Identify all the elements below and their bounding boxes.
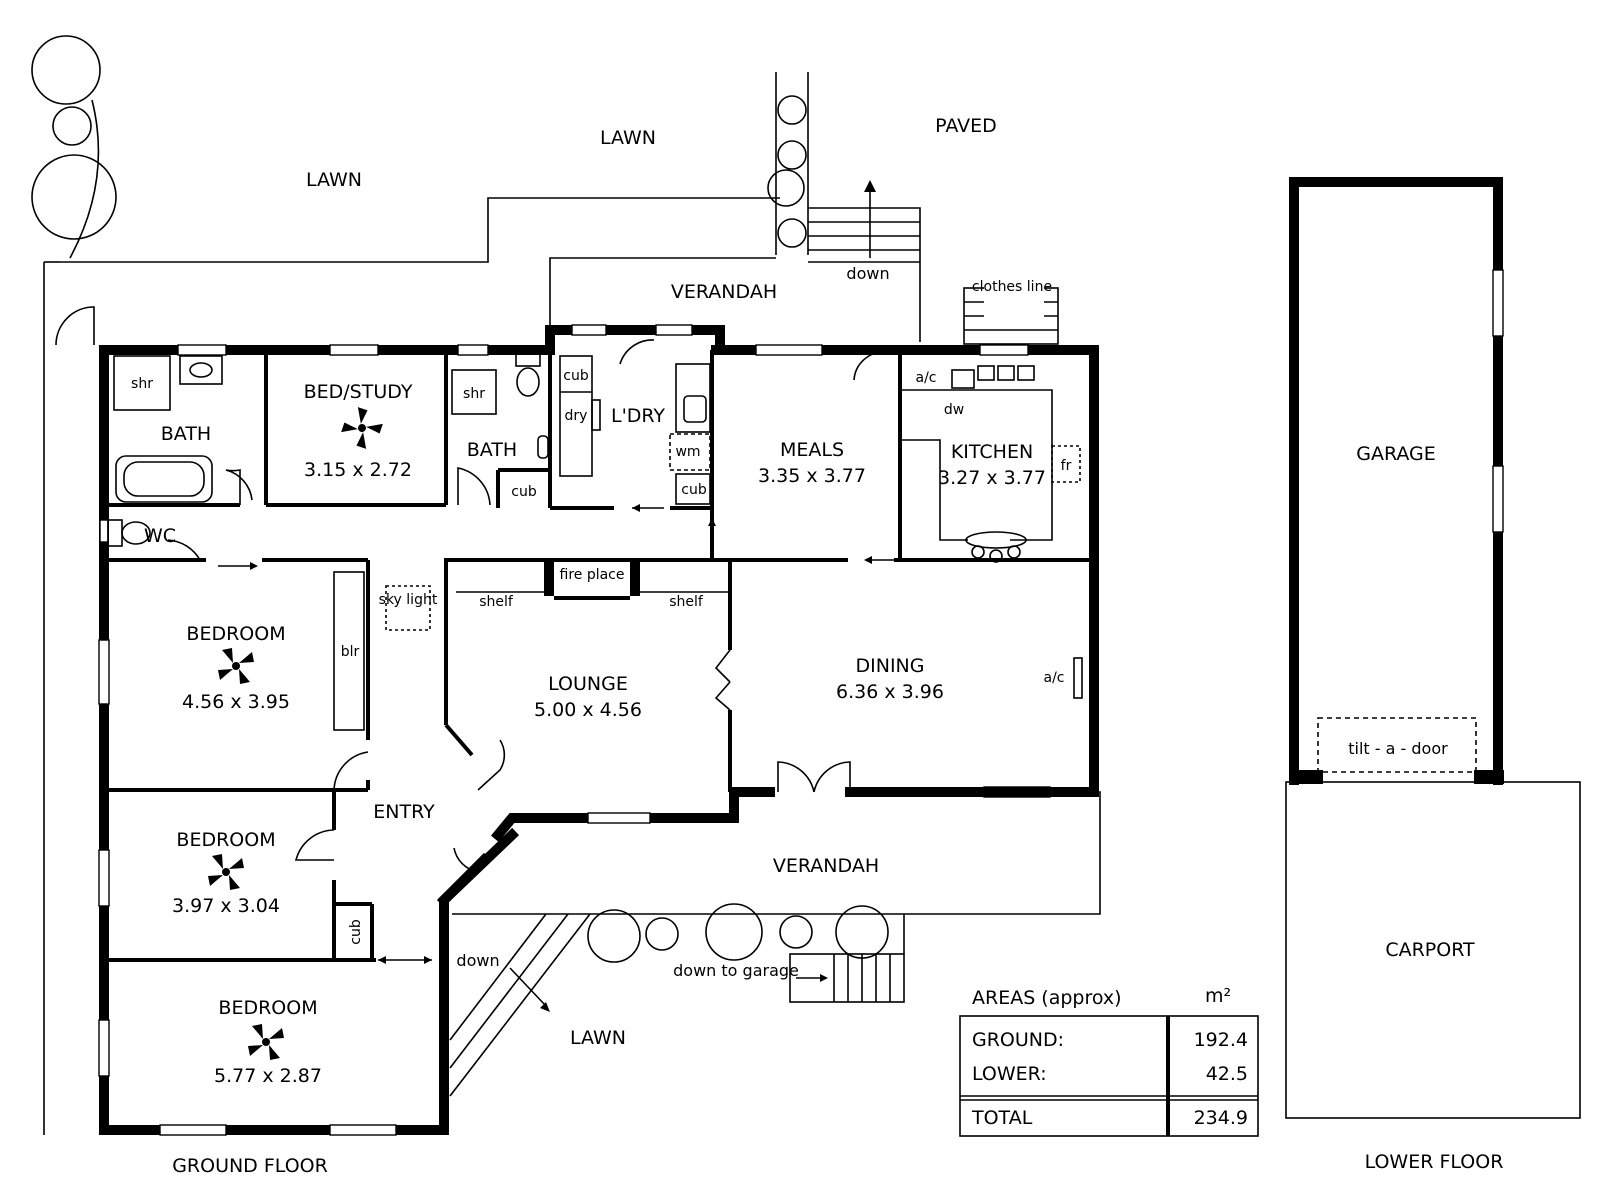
areas-row-lower-label: LOWER: [972, 1063, 1047, 1085]
bed-study-label: BED/STUDY [304, 381, 413, 403]
bedroom2-cupboard-label: cub [348, 919, 364, 945]
carport [1285, 781, 1581, 1119]
verandah-label-bottom: VERANDAH [773, 855, 879, 877]
doors [167, 339, 885, 873]
verandah-top-outline [549, 257, 776, 330]
lawn-label-bottom: LAWN [570, 1027, 626, 1049]
areas-total-label: TOTAL [971, 1107, 1033, 1129]
kitchen-label: KITCHEN [951, 441, 1033, 463]
down-to-garage-label: down to garage [673, 961, 799, 980]
laundry-dryer-label: dry [565, 408, 588, 424]
verandah-label-top: VERANDAH [671, 281, 777, 303]
kitchen-fridge-label: fr [1061, 458, 1072, 474]
laundry-washer-label: wm [675, 444, 700, 460]
bedroom1-robe-label: blr [341, 644, 360, 660]
kitchen-aircon-label: a/c [916, 370, 937, 386]
bath2-label: BATH [467, 439, 517, 461]
bedroom2-size: 3.97 x 3.04 [172, 895, 280, 917]
bath1-label: BATH [161, 423, 211, 445]
laundry-cupboard-bottom-label: cub [681, 482, 707, 498]
areas-unit: m² [1205, 985, 1231, 1007]
bath1-shower-label: shr [131, 376, 153, 392]
tilt-door-label: tilt - a - door [1348, 739, 1448, 758]
lawn-label-top-middle: LAWN [600, 127, 656, 149]
paved-label: PAVED [935, 115, 997, 137]
screen-trees-top [767, 72, 809, 255]
down-label-top: down [846, 264, 889, 283]
steps-top [808, 180, 921, 342]
bedroom3-label: BEDROOM [218, 997, 317, 1019]
kitchen-size: 3.27 x 3.77 [938, 467, 1046, 489]
bath2-shower-label: shr [463, 386, 485, 402]
fixtures [107, 351, 1083, 731]
ceiling-fan-icon-bedroom2 [208, 854, 244, 890]
areas-row-ground-value: 192.4 [1194, 1029, 1248, 1051]
bath2-cupboard-label: cub [511, 484, 537, 500]
areas-table: AREAS (approx) m² GROUND: 192.4 LOWER: 4… [959, 985, 1259, 1137]
ground-floor-label: GROUND FLOOR [172, 1155, 328, 1177]
verandah-bottom-outline [452, 791, 1101, 915]
interior-walls [104, 340, 1099, 962]
meals-size: 3.35 x 3.77 [758, 465, 866, 487]
bedroom1-label: BEDROOM [186, 623, 285, 645]
skylight-label: sky light [379, 592, 438, 608]
dining-label: DINING [856, 655, 925, 677]
ceiling-fan-icon-bedroom1 [218, 648, 254, 684]
trees-left [31, 35, 117, 259]
areas-title: AREAS (approx) [972, 987, 1122, 1009]
clothes-line: clothes line [963, 279, 1059, 345]
ceiling-fan-icon-bed-study [341, 407, 383, 449]
bedroom1-size: 4.56 x 3.95 [182, 691, 290, 713]
lawn-label-top-left: LAWN [306, 169, 362, 191]
shelf-left-label: shelf [479, 594, 514, 610]
entry-label: ENTRY [373, 801, 435, 823]
laundry-label: L'DRY [611, 405, 665, 427]
areas-total-value: 234.9 [1194, 1107, 1248, 1129]
bed-study-size: 3.15 x 2.72 [304, 459, 412, 481]
laundry-cupboard-top-label: cub [563, 368, 589, 384]
lounge-size: 5.00 x 4.56 [534, 699, 642, 721]
areas-row-ground-label: GROUND: [972, 1029, 1064, 1051]
kitchen-dishwasher-label: dw [944, 402, 964, 418]
steps-down-left [449, 913, 591, 1097]
steps-down-to-garage [789, 914, 905, 1003]
down-label-left: down [456, 951, 499, 970]
ceiling-fan-icon-bedroom3 [248, 1024, 284, 1060]
bedroom3-size: 5.77 x 2.87 [214, 1065, 322, 1087]
garage-label: GARAGE [1356, 443, 1436, 465]
fireplace-label: fire place [560, 567, 625, 583]
sliding-door-arrows [218, 504, 894, 964]
shelf-right-label: shelf [669, 594, 704, 610]
bedroom2-label: BEDROOM [176, 829, 275, 851]
areas-row-lower-value: 42.5 [1206, 1063, 1248, 1085]
fireplace: fire place [544, 560, 640, 600]
carport-label: CARPORT [1385, 939, 1475, 961]
lounge-label: LOUNGE [548, 673, 628, 695]
dining-aircon-label: a/c [1044, 670, 1065, 686]
wc-label: WC [144, 525, 176, 547]
clothes-line-label: clothes line [972, 279, 1052, 295]
lower-floor-label: LOWER FLOOR [1365, 1151, 1504, 1173]
meals-label: MEALS [780, 439, 844, 461]
site-boundary [43, 197, 780, 1135]
garage [1289, 177, 1504, 785]
dining-size: 6.36 x 3.96 [836, 681, 944, 703]
